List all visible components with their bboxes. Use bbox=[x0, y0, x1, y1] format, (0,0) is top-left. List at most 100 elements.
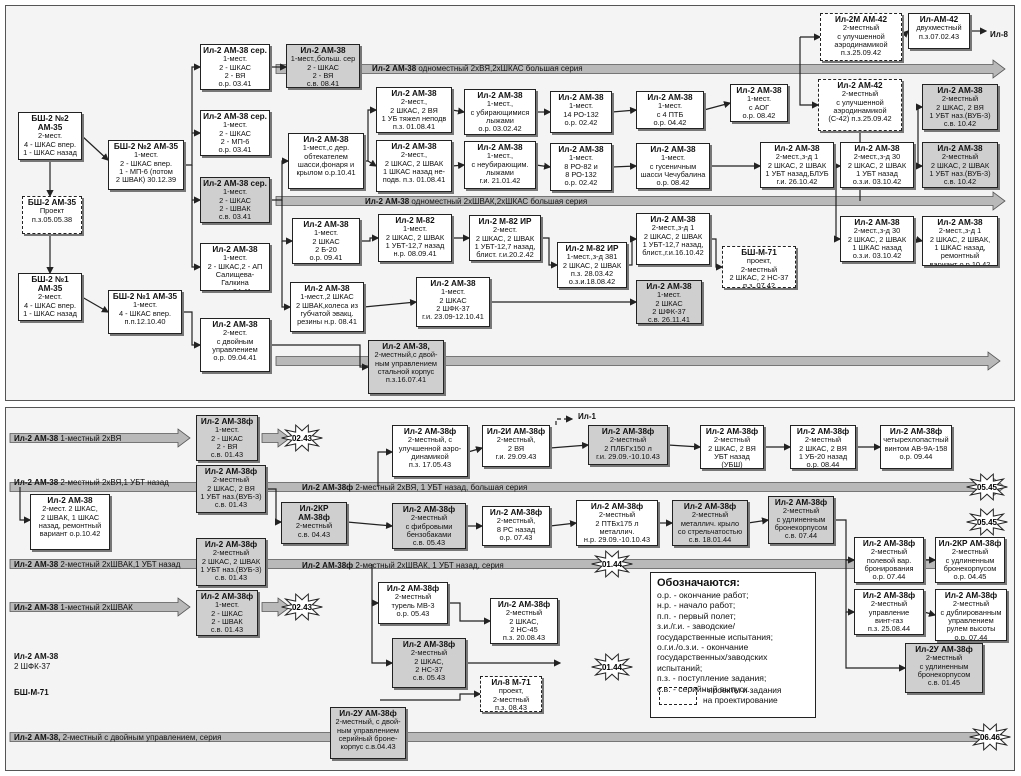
node-text: 2-местный 2 ШКАС, 2 ВЯ 1 УБТ наз.(ВУБ-3)… bbox=[929, 94, 991, 129]
node-text: 2-местный с удлиненным бронекорпусом о.р… bbox=[943, 547, 997, 582]
node-title: Ил-2КР АМ-38ф bbox=[298, 504, 330, 523]
node-title: Ил-2 АМ-38 bbox=[391, 89, 437, 98]
connector-arrow bbox=[367, 159, 378, 167]
node-title: Ил-2 АМ-38 bbox=[736, 86, 782, 95]
node-title: Ил-2 АМ-38ф bbox=[705, 427, 759, 436]
node-title: Ил-2 АМ-38ф bbox=[204, 540, 258, 549]
node-title: Ил-2 АМ-38 bbox=[650, 215, 696, 224]
legend-title: Обозначаются: bbox=[657, 577, 740, 589]
connector-arrow bbox=[380, 690, 482, 701]
node-text: 1-мест. 2 - ШКАС впер. 1 - МП-6 (потом 2… bbox=[115, 150, 177, 185]
legend-item: о.р. - окончание работ; bbox=[657, 590, 749, 600]
node-text: двухместный п.з.07.02.43 bbox=[916, 23, 962, 41]
trunk-label-bold: Ил-2 АМ-38ф bbox=[302, 561, 354, 570]
connector-arrow bbox=[467, 446, 484, 454]
trunk-label-tk6: Ил-2 АМ-38 1-местный 2хШВАК bbox=[14, 603, 133, 613]
connector-arrow bbox=[19, 487, 32, 524]
node-text: Проект п.з.05.05.38 bbox=[31, 206, 73, 224]
diagram-node-c5: Ил-2 АМ-38,2-местный,с двой- ным управле… bbox=[368, 340, 444, 394]
node-text: 2-местный полевой вар. бронирования о.р.… bbox=[864, 547, 914, 582]
node-text: 1-мест. 2 - ШКАС 2 - МП-6 о.р. 03.41 bbox=[218, 120, 252, 155]
trunk-label-bold: Ил-2 АМ-38, bbox=[14, 733, 61, 742]
node-title: Ил-2 АМ-38 bbox=[937, 218, 983, 227]
node-text: 2-мест., 2 ШКАС, 2 ШВАК 1 ШКАС назад не-… bbox=[382, 150, 446, 185]
connector-arrow bbox=[451, 107, 466, 115]
node-title: Ил-АМ-42 bbox=[919, 15, 959, 24]
node-text: 1-мест. 2 ШКАС 2 ШФК-37 г.и. 23.09-12.10… bbox=[422, 287, 484, 322]
connector-arrow bbox=[541, 237, 559, 269]
node-title: Ил-2 АМ-38ф bbox=[200, 417, 254, 426]
legend-item: о.г.и./о.з.и. - окончание bbox=[657, 642, 749, 653]
trunk-arrow-6 bbox=[9, 597, 191, 617]
connector-arrow bbox=[611, 162, 638, 170]
burst-star-shape bbox=[966, 472, 1008, 502]
trunk-label-tk7: Ил-2 АМ-38 2 ШФК-37 bbox=[14, 652, 58, 672]
node-title: Ил-2 АМ-38ф bbox=[386, 584, 440, 593]
node-text: 1-мест. 2 ШКАС 2 Б-20 о.р. 09.41 bbox=[309, 228, 343, 263]
node-title: Ил-2 АМ-38 bbox=[854, 218, 900, 227]
node-text: 2-местный 2 ПТБх175 л металлич. н.р. 29.… bbox=[583, 510, 651, 545]
connector-arrow bbox=[281, 200, 294, 245]
legend-item: испытаний; bbox=[657, 662, 703, 673]
trunk-label-bold: Ил-2 АМ-38 bbox=[14, 478, 59, 487]
node-title: Ил-2 АМ-38ф bbox=[402, 505, 456, 514]
node-text: 2-местный, с двой- ным управлением серий… bbox=[335, 717, 401, 752]
trunk-label-bold: Ил-2 АМ-38 bbox=[365, 197, 410, 206]
trunk-label-bold: Ил-2 АМ-38 bbox=[14, 560, 59, 569]
node-title: Ил-2 АМ-38 bbox=[650, 145, 696, 154]
node-text: 1-мест. 2 - ШКАС 2 - ШВАК с.в. 03.41 bbox=[218, 187, 252, 222]
node-title: Ил-2М АМ-42 bbox=[834, 15, 888, 24]
node-text: 1-мест., с неубирающим. лыжами г.и. 21.0… bbox=[471, 151, 529, 186]
node-title: Ил-2 АМ-38ф bbox=[944, 591, 998, 600]
legend-item: п.з. - поступление задания; bbox=[657, 673, 767, 684]
node-title: Ил-2 АМ-42 bbox=[837, 81, 883, 90]
node-text: 1-мест. с АОГ о.р. 08.42 bbox=[742, 94, 776, 121]
trunk-label-tk4: Ил-2 АМ-38 2-местный 2хВЯ,1 УБТ назад bbox=[14, 478, 169, 488]
node-text: 2-местный управление винт-газ п.з. 25.08… bbox=[867, 599, 911, 634]
node-title: БШ-2 АМ-35 bbox=[27, 198, 77, 207]
node-title: Ил-2 АМ-38ф bbox=[200, 592, 254, 601]
connector-arrow bbox=[360, 234, 380, 242]
node-title: Ил-2 АМ-38 bbox=[430, 279, 476, 288]
connector-arrow bbox=[710, 238, 724, 271]
burst-star: 06.46 bbox=[969, 722, 1011, 752]
node-text: 2-мест. с двойным управлением о.р. 09.04… bbox=[212, 328, 258, 363]
node-text: 2-местный с фибровыми бензобаками с.в. 0… bbox=[405, 513, 453, 548]
node-title: Ил-2 М-82 ИР bbox=[478, 217, 532, 226]
node-text: 2-мест.,з-д 1 2 ШКАС, 2 ШВАК 1 УБТ назад… bbox=[765, 152, 829, 187]
node-title: Ил-2 АМ-38ф bbox=[774, 498, 828, 507]
trunk-label-text: одноместный 2хВЯ,2хШКАС большая серия bbox=[416, 64, 583, 73]
node-text: 2-мест.,з-д 1 2 ШКАС, 2 ШВАК 1 УБТ-12,7 … bbox=[642, 223, 704, 258]
trunk-label-bold: Ил-2 АМ-38 bbox=[14, 652, 59, 661]
node-text: 2-местный с дублированным управлением ру… bbox=[940, 599, 1002, 641]
trunk-label-tk8: БШ-М-71 bbox=[14, 688, 49, 698]
trunk-label-text: 2-местный с двойным управлением, серия bbox=[60, 733, 222, 742]
burst-star-shape bbox=[966, 507, 1008, 537]
trunk-arrow-6b bbox=[261, 597, 291, 617]
connector-arrow bbox=[549, 520, 578, 528]
node-title: Ил-2 АМ-38 bbox=[300, 46, 346, 55]
legend-item: н.р. - начало работ; bbox=[657, 600, 736, 611]
node-text: 1-мест. 2 - ШКАС 2 - ВЯ о.р. 03.41 bbox=[218, 54, 252, 89]
